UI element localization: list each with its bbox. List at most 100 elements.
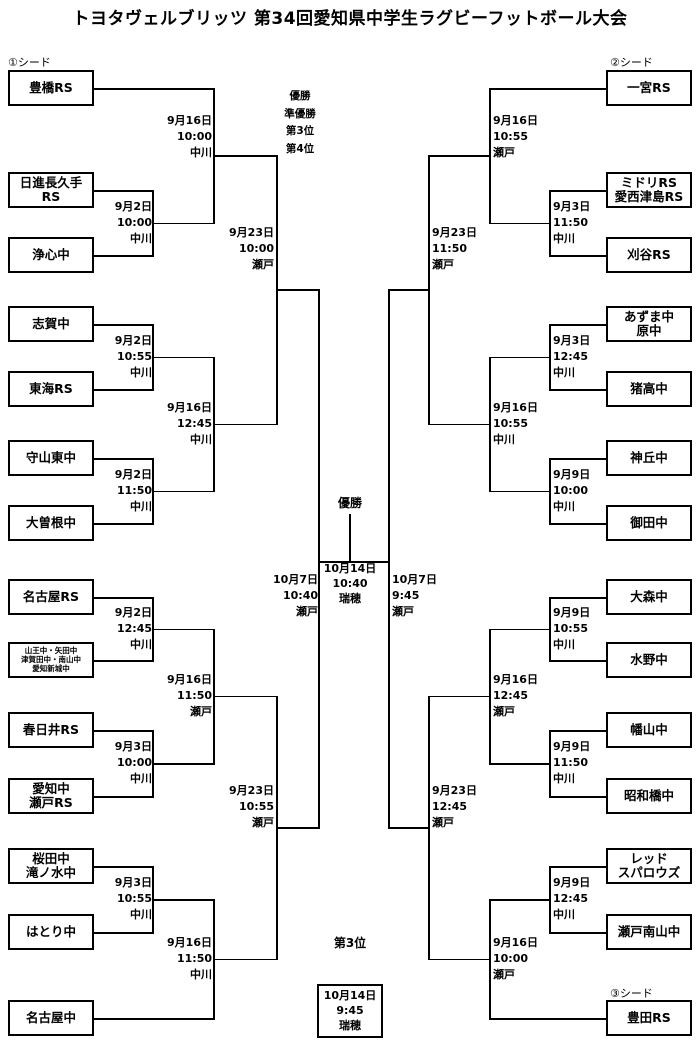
match-venue: 瀬戸 (432, 816, 454, 830)
team-name-line: 大森中 (630, 589, 668, 604)
match-time: 10:00 (238, 242, 274, 256)
right-bracket-line (428, 695, 489, 698)
match-time: 10:00 (493, 951, 529, 965)
right-bracket-line (549, 324, 551, 391)
right-bracket-line (549, 523, 606, 525)
left-bracket-line (94, 523, 152, 525)
match-venue: 瀬戸 (493, 967, 515, 981)
match-time: 10:55 (238, 800, 274, 814)
match-time: 12:45 (493, 688, 529, 702)
seed-label-3: ③シード (610, 987, 653, 1000)
right-bracket-line (549, 190, 606, 192)
left-team-11: 愛知中瀬戸RS (8, 778, 94, 814)
match-time: 12:45 (432, 800, 468, 814)
left-team-12: 桜田中滝ノ水中 (8, 848, 94, 884)
right-bracket-line (489, 628, 491, 765)
left-bracket-line (213, 155, 276, 157)
right-bracket-line (388, 289, 428, 291)
right-bracket-line (549, 324, 606, 326)
team-name-line: スパロウズ (617, 865, 681, 880)
match-date: 9月9日 (553, 876, 591, 889)
right-bracket-line (489, 88, 491, 224)
right-bracket-line (549, 458, 606, 460)
match-date: 9月23日 (432, 784, 477, 798)
match-venue: 中川 (130, 772, 152, 785)
team-name-line: 水野中 (630, 652, 668, 667)
left-bracket-line (94, 597, 152, 599)
team-name-line: 御田中 (630, 515, 668, 530)
team-name-line: 一宮RS (627, 80, 671, 95)
match-date: 9月2日 (114, 605, 152, 619)
match-date: 9月16日 (493, 935, 538, 949)
match-time: 11:50 (553, 756, 589, 769)
match-date: 9月3日 (114, 740, 152, 753)
third-place-match-box: 10月14日 9:45 瑞穂 (317, 984, 383, 1038)
team-name-line: 刈谷RS (627, 247, 671, 262)
team-name: 神丘中 (630, 451, 668, 465)
left-bracket-line (94, 389, 152, 391)
match-date: 9月16日 (493, 114, 538, 128)
team-name: 桜田中滝ノ水中 (26, 852, 76, 880)
match-date: 9月3日 (553, 333, 591, 347)
match-time: 11:50 (176, 951, 212, 965)
left-match-info-8: 9月3日 10:00 中川 (88, 739, 152, 787)
third-place-time: 9:45 (336, 1004, 364, 1017)
final-match-info: 10月14日 10:40 瑞穂 (318, 559, 382, 613)
match-time: 10:00 (116, 756, 152, 769)
team-name-line: 守山東中 (25, 450, 76, 465)
legend-runner-up: 準優勝 (284, 107, 316, 120)
right-bracket-line (489, 356, 549, 358)
final-label: 優勝 (337, 496, 362, 510)
team-name: 猪高中 (630, 382, 668, 396)
left-bracket-line (152, 628, 213, 630)
team-name: 守山東中 (26, 451, 76, 465)
final-bracket-line (318, 561, 388, 563)
team-name-line: 瀬戸南山中 (617, 924, 681, 939)
match-venue: 瀬戸 (252, 816, 274, 830)
match-venue: 瀬戸 (296, 605, 318, 618)
left-bracket-line (152, 763, 213, 765)
match-time: 10:55 (493, 130, 529, 144)
left-team-7: 大曽根中 (8, 505, 94, 541)
match-date: 10月7日 (273, 573, 318, 586)
right-bracket-line (549, 255, 606, 257)
left-bracket-line (152, 222, 213, 224)
team-name-line: レッド (630, 851, 668, 866)
match-venue: 中川 (130, 908, 152, 921)
left-bracket-line (94, 458, 152, 460)
match-time: 12:45 (553, 892, 589, 905)
team-name-line: 山王中・矢田中 (24, 646, 78, 655)
team-name-line: ミドリRS (620, 175, 678, 190)
left-bracket-line (94, 255, 152, 257)
right-team-9: 水野中 (606, 642, 692, 678)
match-venue: 中川 (130, 231, 152, 245)
team-name: 豊田RS (627, 1011, 671, 1025)
right-bracket-line (549, 932, 606, 934)
team-name-line: 桜田中 (32, 851, 70, 866)
team-name: 一宮RS (627, 81, 671, 95)
match-time: 12:45 (553, 349, 589, 363)
team-name-line: 猪高中 (630, 381, 668, 396)
team-name-line: 名古屋中 (25, 1010, 76, 1025)
team-name: レッドスパロウズ (618, 852, 681, 880)
left-team-13: はとり中 (8, 914, 94, 950)
left-team-1: 豊橋RS (8, 70, 94, 106)
left-team-4: 志賀中 (8, 306, 94, 342)
match-date: 9月16日 (493, 400, 538, 414)
right-bracket-line (388, 827, 428, 829)
right-bracket-line (549, 190, 551, 257)
left-bracket-line (152, 490, 213, 492)
